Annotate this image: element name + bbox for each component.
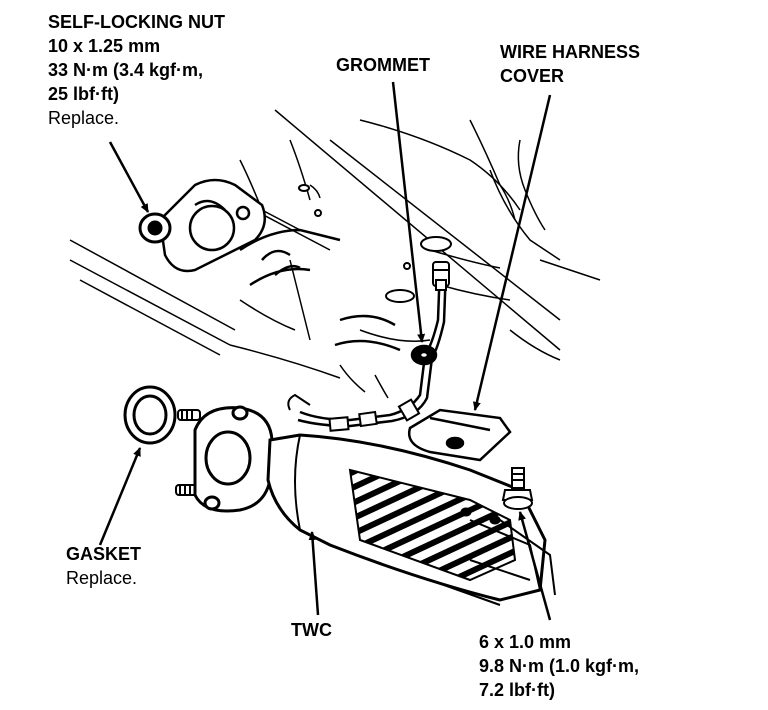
arrow-wire-harness-cover — [472, 94, 552, 411]
twc-label: TWC — [291, 618, 332, 642]
underbody-lines — [69, 109, 601, 399]
arrow-bolt — [518, 511, 552, 621]
gasket — [123, 385, 177, 445]
grommet — [410, 344, 438, 366]
twc-body — [266, 433, 556, 606]
gasket-title: GASKET — [66, 544, 142, 564]
bolt-torque-1: 9.8 N·m (1.0 kgf·m, — [479, 656, 640, 676]
wire-harness-cover-label: WIRE HARNESS COVER — [500, 40, 640, 88]
sensor-connector — [432, 261, 450, 291]
twc-flange — [193, 405, 274, 513]
gasket-note: Replace. — [66, 568, 138, 588]
self-locking-nut-torque-2: 25 lbf·ft) — [48, 84, 119, 104]
upper-exhaust-flange — [158, 178, 267, 273]
twc-title: TWC — [291, 620, 332, 640]
bolt-label: 6 x 1.0 mm 9.8 N·m (1.0 kgf·m, 7.2 lbf·f… — [479, 630, 639, 702]
grommet-title: GROMMET — [336, 55, 430, 75]
callout-arrows — [98, 81, 552, 621]
upper-pipe — [239, 228, 401, 352]
arrow-gasket — [98, 447, 142, 546]
flange-studs — [175, 409, 201, 496]
bolt-torque-2: 7.2 lbf·ft) — [479, 680, 555, 700]
lower-bolt — [501, 467, 534, 510]
wire-harness-cover-line1: WIRE HARNESS — [500, 42, 641, 62]
arrow-twc — [308, 531, 320, 616]
gasket-label: GASKET Replace. — [66, 542, 141, 590]
self-locking-nut-label: SELF-LOCKING NUT 10 x 1.25 mm 33 N·m (3.… — [48, 10, 225, 130]
self-locking-nut-title: SELF-LOCKING NUT — [48, 12, 225, 32]
self-locking-nut-note: Replace. — [48, 108, 120, 128]
wire-harness-cover — [407, 408, 512, 462]
self-locking-nut-size: 10 x 1.25 mm — [48, 36, 161, 56]
self-locking-nut — [138, 212, 172, 244]
self-locking-nut-torque-1: 33 N·m (3.4 kgf·m, — [48, 60, 204, 80]
wire-harness-cover-line2: COVER — [500, 66, 565, 86]
grommet-label: GROMMET — [336, 53, 430, 77]
wire-clips — [287, 393, 421, 432]
arrow-grommet — [391, 81, 426, 343]
bolt-size: 6 x 1.0 mm — [479, 632, 572, 652]
arrow-self-locking-nut — [108, 141, 150, 213]
floor-holes — [298, 184, 452, 303]
